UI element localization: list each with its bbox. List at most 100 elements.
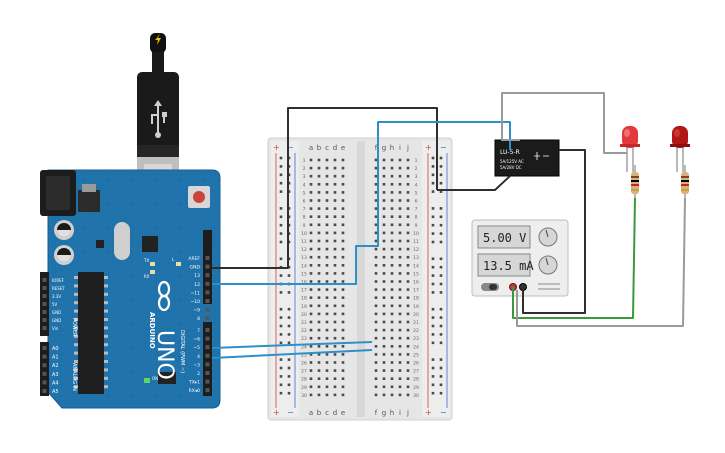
breadboard-hole[interactable] xyxy=(309,288,313,291)
breadboard-hole[interactable] xyxy=(398,199,402,202)
breadboard-hole[interactable] xyxy=(382,231,386,235)
breadboard-hole[interactable] xyxy=(341,296,345,299)
breadboard-rail-hole[interactable] xyxy=(279,232,283,235)
breadboard-rail-hole[interactable] xyxy=(279,223,283,227)
breadboard-hole[interactable] xyxy=(406,312,410,316)
breadboard-hole[interactable] xyxy=(333,304,337,308)
breadboard-hole[interactable] xyxy=(309,272,313,275)
breadboard-rail-hole[interactable] xyxy=(439,223,443,227)
breadboard-hole[interactable] xyxy=(374,312,378,316)
breadboard-hole[interactable] xyxy=(382,255,386,259)
wire-green-supply[interactable] xyxy=(512,197,636,319)
breadboard-hole[interactable] xyxy=(406,191,410,194)
breadboard-rail-hole[interactable] xyxy=(439,375,443,378)
breadboard-hole[interactable] xyxy=(406,361,410,364)
breadboard-rail-hole[interactable] xyxy=(279,156,283,160)
breadboard-hole[interactable] xyxy=(382,296,386,299)
breadboard-hole[interactable] xyxy=(398,174,402,178)
breadboard-hole[interactable] xyxy=(382,183,386,186)
breadboard-hole[interactable] xyxy=(398,264,402,267)
breadboard-hole[interactable] xyxy=(398,207,402,210)
power-switch[interactable] xyxy=(481,283,499,291)
breadboard-hole[interactable] xyxy=(309,166,313,170)
breadboard-hole[interactable] xyxy=(325,239,329,243)
breadboard-hole[interactable] xyxy=(341,328,345,332)
breadboard-hole[interactable] xyxy=(341,288,345,291)
breadboard-hole[interactable] xyxy=(341,353,345,356)
breadboard-hole[interactable] xyxy=(398,166,402,170)
breadboard-hole[interactable] xyxy=(398,312,402,316)
breadboard-hole[interactable] xyxy=(317,312,321,316)
breadboard-hole[interactable] xyxy=(317,328,321,332)
breadboard-hole[interactable] xyxy=(325,166,329,170)
breadboard-hole[interactable] xyxy=(382,207,386,210)
breadboard-rail-hole[interactable] xyxy=(279,316,283,319)
breadboard-hole[interactable] xyxy=(341,369,345,372)
breadboard-hole[interactable] xyxy=(382,369,386,372)
breadboard-hole[interactable] xyxy=(382,158,386,162)
breadboard-rail-hole[interactable] xyxy=(439,190,443,193)
breadboard-hole[interactable] xyxy=(374,288,378,291)
header-pin[interactable] xyxy=(205,371,210,375)
breadboard-rail-hole[interactable] xyxy=(439,391,443,395)
breadboard-hole[interactable] xyxy=(309,377,313,380)
breadboard-hole[interactable] xyxy=(325,207,329,210)
header-pin[interactable] xyxy=(42,310,47,314)
breadboard-hole[interactable] xyxy=(317,166,321,170)
breadboard-hole[interactable] xyxy=(374,353,378,356)
breadboard-hole[interactable] xyxy=(374,174,378,178)
breadboard-hole[interactable] xyxy=(325,223,329,227)
header-pin[interactable] xyxy=(205,379,210,384)
breadboard-hole[interactable] xyxy=(406,393,410,397)
breadboard-hole[interactable] xyxy=(390,280,394,283)
breadboard-hole[interactable] xyxy=(333,223,337,227)
breadboard-rail-hole[interactable] xyxy=(287,316,291,319)
header-pin[interactable] xyxy=(42,326,47,330)
breadboard-hole[interactable] xyxy=(325,215,329,218)
breadboard-hole[interactable] xyxy=(382,377,386,380)
breadboard-hole[interactable] xyxy=(406,247,410,251)
breadboard-hole[interactable] xyxy=(398,336,402,340)
breadboard-rail-hole[interactable] xyxy=(431,173,435,177)
breadboard-hole[interactable] xyxy=(398,296,402,299)
breadboard-hole[interactable] xyxy=(406,385,410,389)
breadboard-hole[interactable] xyxy=(382,199,386,202)
breadboard-rail-hole[interactable] xyxy=(439,173,443,177)
wire-black-gnd[interactable] xyxy=(212,107,438,269)
breadboard-hole[interactable] xyxy=(309,361,313,364)
breadboard-rail-hole[interactable] xyxy=(279,307,283,311)
breadboard-hole[interactable] xyxy=(317,385,321,389)
breadboard-hole[interactable] xyxy=(317,280,321,283)
breadboard-hole[interactable] xyxy=(341,393,345,397)
breadboard-hole[interactable] xyxy=(341,174,345,178)
wire-black-relay-com[interactable] xyxy=(522,149,586,314)
breadboard-hole[interactable] xyxy=(374,255,378,259)
breadboard-hole[interactable] xyxy=(309,369,313,372)
breadboard-rail-hole[interactable] xyxy=(287,383,291,387)
breadboard-hole[interactable] xyxy=(382,361,386,364)
dc-power-supply[interactable]: 5.00 V 13.5 mA xyxy=(471,219,569,297)
breadboard-hole[interactable] xyxy=(398,328,402,332)
breadboard-rail-hole[interactable] xyxy=(279,358,283,361)
dark-red-led[interactable] xyxy=(670,126,690,172)
breadboard-hole[interactable] xyxy=(390,312,394,316)
breadboard-hole[interactable] xyxy=(333,207,337,210)
breadboard-hole[interactable] xyxy=(325,296,329,299)
breadboard-hole[interactable] xyxy=(333,312,337,316)
breadboard-hole[interactable] xyxy=(341,377,345,380)
breadboard-hole[interactable] xyxy=(341,191,345,194)
breadboard-rail-hole[interactable] xyxy=(431,215,435,219)
breadboard-hole[interactable] xyxy=(374,377,378,380)
breadboard-hole[interactable] xyxy=(390,174,394,178)
breadboard-hole[interactable] xyxy=(317,174,321,178)
breadboard-hole[interactable] xyxy=(374,328,378,332)
breadboard-hole[interactable] xyxy=(309,353,313,356)
breadboard-rail-hole[interactable] xyxy=(439,291,443,294)
breadboard-hole[interactable] xyxy=(309,207,313,210)
breadboard-hole[interactable] xyxy=(309,393,313,397)
breadboard-hole[interactable] xyxy=(325,320,329,324)
breadboard-hole[interactable] xyxy=(398,385,402,389)
breadboard-rail-hole[interactable] xyxy=(287,358,291,361)
breadboard-hole[interactable] xyxy=(325,247,329,251)
breadboard-hole[interactable] xyxy=(333,264,337,267)
